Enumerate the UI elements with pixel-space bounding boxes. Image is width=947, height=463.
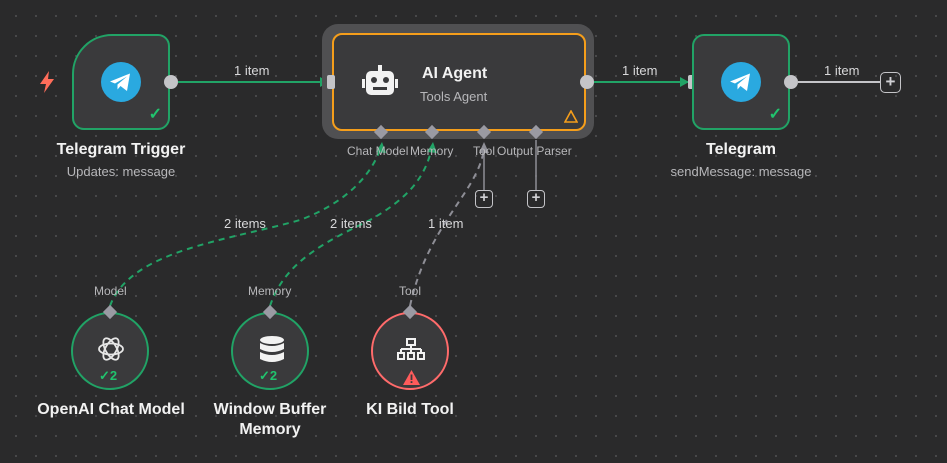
telegram-icon [101, 62, 141, 102]
memory-count-value: 2 [269, 368, 278, 383]
edge-arrow [376, 142, 386, 153]
add-tool-button[interactable]: + [475, 190, 493, 208]
edge-label-model: 2 items [224, 216, 266, 231]
ki-bild-tool-title: KI Bild Tool [366, 401, 454, 418]
success-check-icon: ✓ [148, 106, 162, 123]
chat-model-port-label: Chat Model [347, 144, 409, 158]
edge-label-memory: 2 items [330, 216, 372, 231]
error-warning-icon [403, 370, 420, 385]
database-icon [260, 336, 284, 362]
ai-agent-output-port[interactable] [580, 75, 594, 89]
telegram-trigger-subtitle: Updates: message [66, 164, 176, 179]
memory-success-count: ✓2 [259, 368, 278, 383]
edge-label-trigger-to-agent: 1 item [234, 63, 270, 78]
tool-node-port-label: Tool [399, 284, 422, 298]
add-next-node-button[interactable]: + [880, 72, 901, 93]
memory-node-port-label: Memory [248, 284, 292, 298]
ai-agent-main-input[interactable] [327, 75, 335, 89]
telegram-output-port[interactable] [784, 75, 798, 89]
openai-count-value: 2 [109, 368, 118, 383]
ai-agent-subtitle: Tools Agent [420, 89, 488, 104]
ki-bild-tool-node[interactable] [371, 312, 449, 390]
openai-icon [98, 337, 124, 361]
edge-label-agent-to-telegram: 1 item [622, 63, 658, 78]
telegram-trigger-title: Telegram Trigger [56, 141, 186, 158]
sitemap-icon [397, 338, 425, 360]
telegram-title: Telegram [706, 141, 776, 158]
trigger-bolt-icon [40, 71, 54, 93]
edge-arrow [680, 77, 689, 87]
edge-model-to-agent[interactable] [109, 146, 382, 307]
robot-icon [362, 65, 398, 95]
window-buffer-memory-node[interactable]: ✓2 [231, 312, 309, 390]
tool-port-label: Tool [473, 144, 496, 158]
trigger-output-port[interactable] [164, 75, 178, 89]
edge-arrow [427, 142, 437, 153]
telegram-subtitle: sendMessage: message [670, 164, 812, 179]
edge-tool-to-agent[interactable] [409, 146, 485, 307]
window-buffer-memory-title-line2: Memory [239, 421, 301, 438]
openai-chat-model-title: OpenAI Chat Model [37, 401, 185, 418]
warning-icon [564, 110, 578, 123]
model-port-label: Model [94, 284, 127, 298]
edge-label-telegram-out: 1 item [824, 63, 860, 78]
window-buffer-memory-title-line1: Window Buffer [213, 401, 327, 418]
openai-chat-model-node[interactable]: ✓2 [71, 312, 149, 390]
ai-agent-node[interactable]: AI Agent Tools Agent [332, 33, 586, 131]
ai-agent-title: AI Agent [422, 65, 488, 82]
telegram-icon [721, 62, 761, 102]
memory-port-label: Memory [410, 144, 454, 158]
telegram-trigger-node[interactable]: ✓ [72, 34, 170, 130]
edge-label-tool: 1 item [428, 216, 464, 231]
openai-success-count: ✓2 [99, 368, 118, 383]
edge-memory-to-agent[interactable] [269, 146, 433, 307]
add-output-parser-button[interactable]: + [527, 190, 545, 208]
output-parser-port-label: Output Parser [497, 144, 572, 158]
success-check-icon: ✓ [768, 106, 782, 123]
telegram-node[interactable]: ✓ [692, 34, 790, 130]
